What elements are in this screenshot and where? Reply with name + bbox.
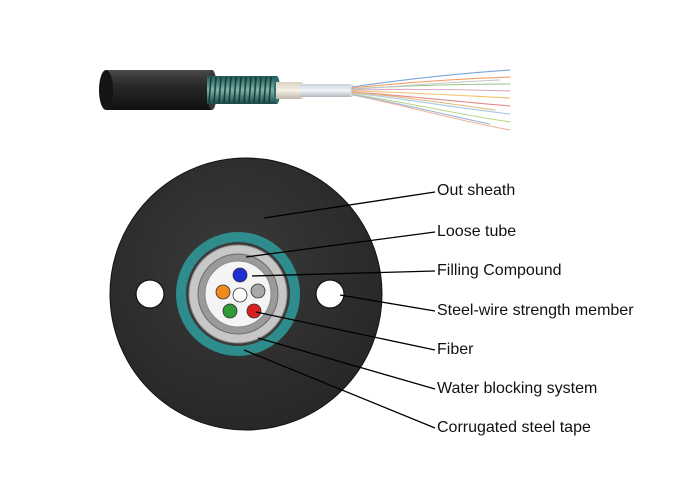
leader-lines bbox=[243, 191, 436, 429]
side-outer-sheath bbox=[99, 70, 217, 110]
cable-side-view bbox=[99, 69, 511, 131]
leader-corrugated-steel-tape bbox=[243, 349, 436, 429]
leader-water-blocking bbox=[257, 337, 436, 390]
label-out-sheath: Out sheath bbox=[437, 182, 516, 199]
leader-loose-tube bbox=[245, 231, 436, 258]
strength-member-left bbox=[135, 279, 165, 309]
fiber-grey bbox=[250, 283, 266, 299]
fiber-orange bbox=[215, 284, 231, 300]
side-fibers bbox=[351, 69, 511, 131]
strength-member-right bbox=[315, 279, 345, 309]
fiber-white bbox=[232, 287, 248, 303]
cable-cross-section bbox=[109, 157, 383, 431]
side-corrugated-armor bbox=[207, 76, 280, 104]
leader-steel-wire bbox=[339, 294, 436, 312]
label-loose-tube: Loose tube bbox=[437, 223, 517, 240]
label-filling-compound: Filling Compound bbox=[437, 262, 562, 279]
leader-out-sheath bbox=[263, 191, 436, 219]
leader-fiber bbox=[255, 311, 436, 351]
side-inner-core bbox=[300, 84, 354, 97]
fiber-blue bbox=[232, 267, 248, 283]
fiber-red bbox=[246, 303, 262, 319]
fiber-green bbox=[222, 303, 238, 319]
label-water-blocking-system: Water blocking system bbox=[437, 380, 598, 397]
leader-filling-compound bbox=[251, 270, 436, 277]
fiber-bundle bbox=[215, 267, 266, 319]
label-corrugated-steel-tape: Corrugated steel tape bbox=[437, 419, 591, 436]
label-steel-wire-strength-member: Steel-wire strength member bbox=[437, 302, 634, 319]
label-fiber: Fiber bbox=[437, 341, 474, 358]
